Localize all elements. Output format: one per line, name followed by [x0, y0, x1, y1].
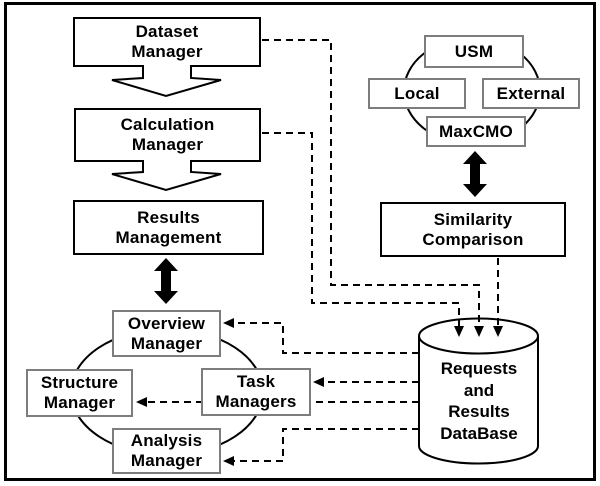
dashed-line-dataset-to-db [262, 39, 480, 326]
results-management-label-line1: Results [137, 207, 200, 227]
overview-manager-box: Overview Manager [112, 310, 221, 357]
analysis-manager-label-line1: Analysis [130, 431, 203, 450]
database-label-line3: Results [448, 402, 510, 421]
local-method-box: Local [368, 78, 466, 109]
external-method-box: External [482, 78, 580, 109]
analysis-manager-box: Analysis Manager [112, 428, 221, 474]
dashed-line-db-to-analysis [234, 428, 419, 462]
calculation-manager-box: Calculation Manager [74, 108, 261, 162]
arrowhead-calculation-into-db-icon [454, 326, 464, 337]
arrowhead-into-structure-icon [136, 397, 147, 407]
results-management-label-line2: Management [115, 227, 222, 247]
database-cylinder-body [418, 336, 539, 465]
figure-border [4, 2, 596, 481]
calculation-manager-label-line1: Calculation [120, 115, 215, 134]
arrowhead-into-overview-icon [223, 318, 234, 328]
similarity-comparison-box: Similarity Comparison [380, 202, 566, 257]
chevron-down-arrow-dataset-to-calculation-icon [111, 65, 222, 98]
overview-manager-label-line1: Overview [127, 313, 206, 333]
dashed-line-calculation-to-db [262, 132, 460, 326]
usm-label: USM [454, 41, 494, 61]
database-label-line1: Requests [440, 359, 518, 378]
overview-manager-label-line2: Manager [130, 333, 203, 353]
double-arrow-results-overview-icon [154, 258, 178, 304]
analysis-manager-label-line2: Manager [130, 451, 203, 470]
structure-manager-label-line1: Structure [40, 373, 119, 392]
dashed-line-db-to-overview [234, 322, 419, 354]
arrowhead-into-analysis-icon [223, 456, 234, 466]
similarity-comparison-label-line2: Comparison [422, 229, 524, 249]
database-label: Requests and Results DataBase [419, 358, 539, 444]
maxcmo-method-box: MaxCMO [426, 116, 526, 147]
usm-method-box: USM [424, 35, 524, 68]
task-managers-label-line1: Task [236, 372, 276, 391]
chevron-down-arrow-calculation-to-results-icon [111, 160, 222, 192]
arrowhead-similarity-into-db-icon [493, 326, 503, 337]
database-label-line4: DataBase [440, 423, 518, 443]
database-label-line2: and [463, 380, 495, 400]
task-managers-label-line2: Managers [215, 392, 297, 411]
structure-manager-box: Structure Manager [26, 369, 133, 417]
calculation-manager-label-line2: Manager [131, 135, 204, 154]
double-arrow-maxcmo-similarity-icon [463, 151, 487, 197]
local-label: Local [394, 83, 440, 103]
dataset-manager-box: Dataset Manager [73, 17, 261, 67]
similarity-comparison-label-line1: Similarity [433, 209, 513, 229]
dataset-manager-label-line1: Dataset [135, 22, 199, 41]
task-managers-box: Task Managers [201, 368, 311, 416]
arrowhead-dataset-into-db-icon [474, 326, 484, 337]
structure-manager-label-line2: Manager [43, 393, 116, 412]
dataset-manager-label-line2: Manager [131, 42, 203, 61]
maxcmo-label: MaxCMO [439, 121, 513, 141]
results-management-box: Results Management [73, 200, 264, 255]
external-label: External [496, 83, 566, 103]
arrowhead-into-task-icon [313, 377, 324, 387]
